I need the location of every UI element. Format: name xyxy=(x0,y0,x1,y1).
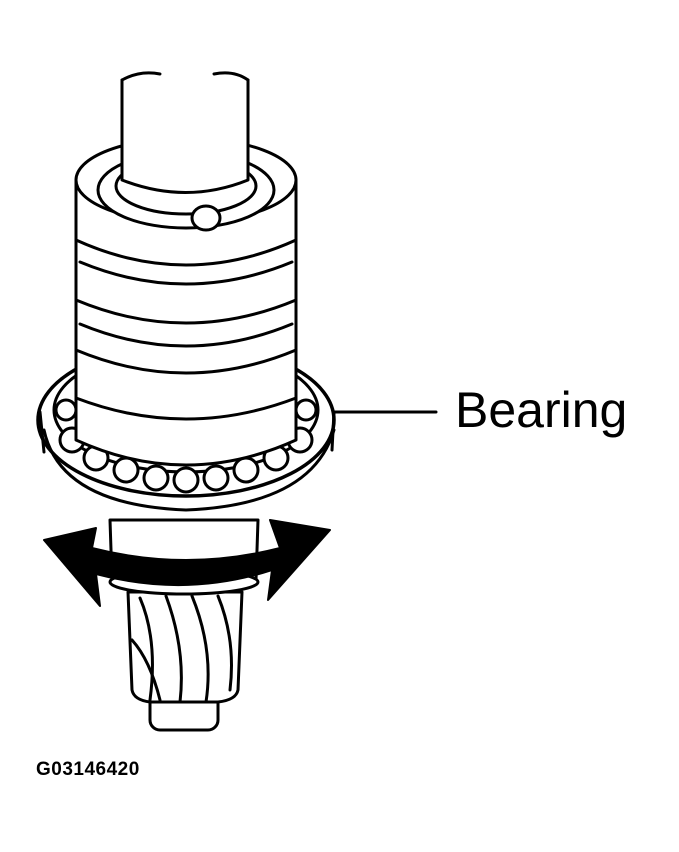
bearing-callout-label: Bearing xyxy=(455,382,628,438)
curved-double-arrow-icon xyxy=(43,519,331,607)
upper-shaft xyxy=(120,71,250,194)
pinion-gear xyxy=(126,590,244,732)
figure-id: G03146420 xyxy=(36,759,140,780)
